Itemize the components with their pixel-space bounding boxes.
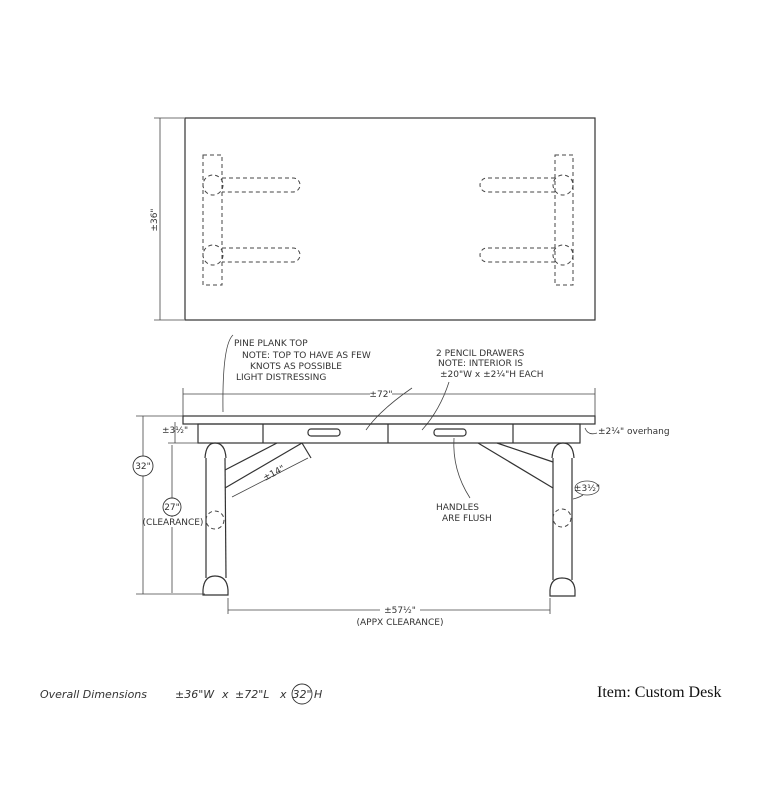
footer-overall-l: ±72"L [235, 688, 269, 701]
drawing-stroke [162, 497, 182, 517]
drawing-stroke [572, 494, 584, 500]
apron [197, 423, 581, 444]
width-dim-label: ±36" [150, 208, 160, 231]
front-view-overhang: ±2¼" overhang [598, 427, 670, 437]
front-view-clearance-label: (CLEARANCE) [143, 518, 204, 528]
drawer-handle-right [433, 428, 467, 437]
notes-drawers-note-1: NOTE: INTERIOR IS [438, 359, 523, 369]
footer-overall-w: ±36"W [175, 688, 215, 701]
item-title: Item: Custom Desk [597, 684, 722, 701]
drawing-stroke [224, 442, 303, 489]
notes-drawers-title: 2 PENCIL DRAWERS [436, 349, 525, 359]
height-dimension: 32" [132, 415, 205, 595]
drawing-stroke [224, 457, 227, 579]
drawing-stroke [150, 517, 196, 527]
drawing-stroke [479, 247, 555, 263]
hidden-legs-left [202, 154, 301, 286]
front-view-clearance-dim: 27" [164, 503, 180, 513]
drawing-stroke [222, 247, 301, 263]
drawer-handle-left [307, 428, 341, 437]
drawing-stroke [132, 455, 154, 477]
front-view: ±72" ±14" [132, 388, 670, 628]
notes-top-title: PINE PLANK TOP [234, 339, 308, 349]
drawing-stroke [202, 575, 229, 596]
apron-dimension: ±3½" [162, 422, 198, 444]
front-view-length-dim: ±72" [369, 390, 392, 400]
drawing-stroke [231, 457, 309, 498]
drawing-stroke [205, 510, 225, 530]
clearance-dimension: 27" (CLEARANCE) [143, 445, 204, 593]
notes-drawers-note-2: ±20"W x ±2¼"H EACH [440, 370, 544, 380]
tabletop-slab [182, 415, 596, 425]
tabletop-outline [184, 117, 596, 321]
drawing-stroke [584, 427, 598, 435]
notes-handles-1: HANDLES [436, 503, 479, 513]
drawing-stroke [202, 154, 223, 286]
top-note: PINE PLANK TOP NOTE: TOP TO HAVE AS FEW … [222, 334, 371, 413]
notes-top-note-2: KNOTS AS POSSIBLE [250, 362, 342, 372]
footer-h: H [314, 688, 322, 701]
drawing-stroke [554, 154, 574, 286]
drawing-stroke [301, 442, 312, 459]
handles-note: HANDLES ARE FLUSH [436, 437, 492, 524]
braces: ±14" [224, 442, 554, 498]
drawing-stroke [202, 244, 224, 266]
drawing-stroke [479, 177, 555, 193]
leg-dimension: ±3½" [572, 480, 600, 500]
front-view-leg-dim: ±3½" [574, 484, 600, 494]
drawing-stroke [552, 508, 572, 528]
drawing-stroke [552, 244, 574, 266]
footer-x2: x [279, 688, 287, 701]
notes-handles-2: ARE FLUSH [442, 514, 492, 524]
footer-overall-h: 32" [292, 688, 311, 701]
drawing-stroke [453, 437, 471, 499]
drawing-stroke [552, 174, 574, 196]
front-view-apron-dim: ±3½" [162, 426, 188, 436]
drawing-stroke [222, 334, 234, 413]
drawing-stroke [574, 480, 600, 496]
overhang-note: ±2¼" overhang [584, 427, 670, 437]
notes-top-note-3: LIGHT DISTRESSING [236, 373, 326, 383]
drawing-stroke [365, 387, 413, 431]
drawing-stroke [549, 577, 576, 597]
front-view-brace-dim: ±14" [262, 464, 287, 484]
drawing-stroke [496, 442, 554, 463]
drawing-stroke [291, 683, 313, 705]
drawers-note: 2 PENCIL DRAWERS NOTE: INTERIOR IS ±20"W… [365, 349, 544, 431]
footer-x1: x [221, 688, 229, 701]
length-dimension: ±72" [182, 388, 596, 416]
width-dimension: ±36" [150, 117, 184, 321]
drawing-stroke [477, 442, 554, 489]
front-view-between-legs-dim: ±57½" [384, 606, 416, 616]
drawing-stroke [204, 442, 227, 459]
drawing-stroke [421, 381, 450, 431]
front-view-height-dim: 32" [135, 462, 151, 472]
overall-dimensions: Overall Dimensions ±36"W x ±72"L x 32" H [40, 683, 322, 705]
leg-left [202, 442, 229, 596]
hidden-legs-right [479, 154, 574, 286]
drawing-stroke [222, 177, 301, 193]
front-view-between-legs-label: (APPX CLEARANCE) [357, 618, 444, 628]
top-view: ±36" [150, 117, 596, 321]
leg-right [549, 442, 576, 597]
drawing-stroke [224, 442, 278, 471]
leg-spacing-dimension: ±57½" (APPX CLEARANCE) [227, 598, 551, 628]
footer-overall-label: Overall Dimensions [40, 688, 147, 701]
notes-top-note-1: NOTE: TOP TO HAVE AS FEW [242, 351, 371, 361]
drawing-stroke [551, 442, 575, 459]
drawing-stroke [202, 174, 224, 196]
